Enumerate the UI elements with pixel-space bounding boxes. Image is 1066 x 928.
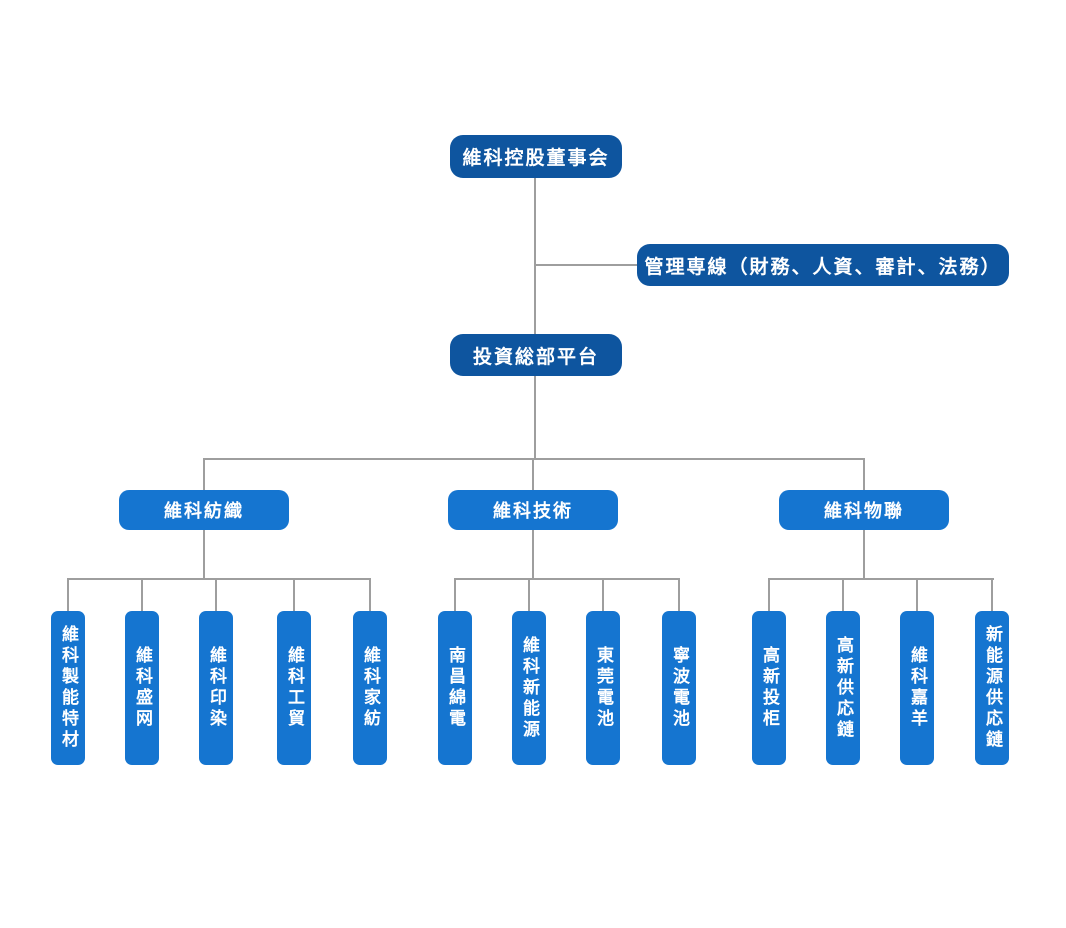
org-node-division-iot: 維科物聯: [779, 490, 949, 530]
connector-leaf-0-4: [369, 578, 371, 611]
connector-division-1-down: [532, 530, 534, 578]
connector-management-branch: [534, 264, 637, 266]
org-node-leaf: 維科家紡: [353, 611, 387, 765]
org-node-leaf: 寧波電池: [662, 611, 696, 765]
connector-drop-division-1: [532, 458, 534, 490]
org-node-division-textile: 維科紡織: [119, 490, 289, 530]
connector-division-2-down: [863, 530, 865, 578]
org-node-leaf: 維科製能特材: [51, 611, 85, 765]
org-node-leaf: 維科印染: [199, 611, 233, 765]
org-node-leaf: 南昌綿電: [438, 611, 472, 765]
connector-leaf-2-3: [991, 578, 993, 611]
org-node-management-line: 管理専線（財務、人資、審計、法務）: [637, 244, 1009, 286]
connector-main-horizontal: [203, 458, 865, 460]
connector-group-0-horizontal: [67, 578, 371, 580]
connector-leaf-1-2: [602, 578, 604, 611]
connector-leaf-1-1: [528, 578, 530, 611]
org-node-leaf: 高新供応鏈: [826, 611, 860, 765]
connector-leaf-0-0: [67, 578, 69, 611]
org-node-leaf: 維科嘉羊: [900, 611, 934, 765]
connector-drop-division-2: [863, 458, 865, 490]
org-node-leaf: 維科盛网: [125, 611, 159, 765]
org-node-division-technology: 維科技術: [448, 490, 618, 530]
connector-leaf-2-2: [916, 578, 918, 611]
connector-leaf-0-1: [141, 578, 143, 611]
connector-leaf-0-2: [215, 578, 217, 611]
org-node-leaf: 新能源供応鏈: [975, 611, 1009, 765]
org-node-leaf: 高新投柜: [752, 611, 786, 765]
org-node-leaf: 東莞電池: [586, 611, 620, 765]
org-node-board: 維科控股董事会: [450, 135, 622, 178]
connector-platform-down: [534, 376, 536, 458]
connector-leaf-0-3: [293, 578, 295, 611]
connector-group-2-horizontal: [768, 578, 994, 580]
connector-leaf-1-0: [454, 578, 456, 611]
org-node-leaf: 維科新能源: [512, 611, 546, 765]
connector-root-to-platform: [534, 178, 536, 334]
connector-leaf-1-3: [678, 578, 680, 611]
org-node-investment-platform: 投資総部平台: [450, 334, 622, 376]
connector-leaf-2-0: [768, 578, 770, 611]
connector-group-1-horizontal: [454, 578, 680, 580]
connector-leaf-2-1: [842, 578, 844, 611]
org-node-leaf: 維科工貿: [277, 611, 311, 765]
connector-division-0-down: [203, 530, 205, 578]
connector-drop-division-0: [203, 458, 205, 490]
